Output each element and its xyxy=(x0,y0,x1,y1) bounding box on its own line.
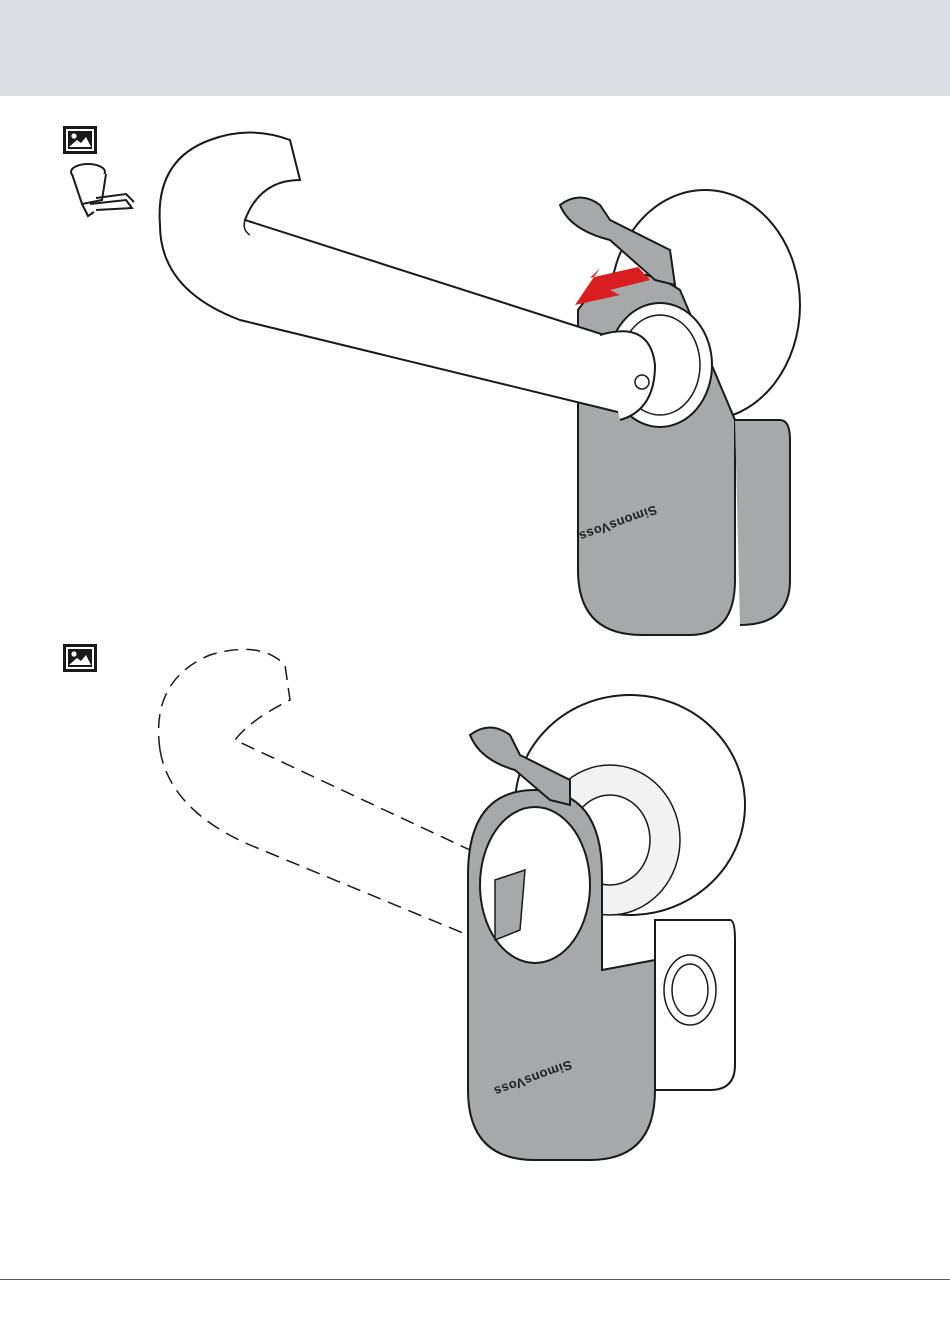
remove-cover-illustration: SimonsVoss xyxy=(150,120,810,640)
cover-removed-illustration: SimonsVoss xyxy=(150,640,810,1170)
image-icon xyxy=(63,126,97,154)
footer-rule xyxy=(0,1279,950,1280)
header-band xyxy=(0,0,950,96)
image-icon xyxy=(63,644,97,672)
hook-tool-icon xyxy=(66,160,138,226)
